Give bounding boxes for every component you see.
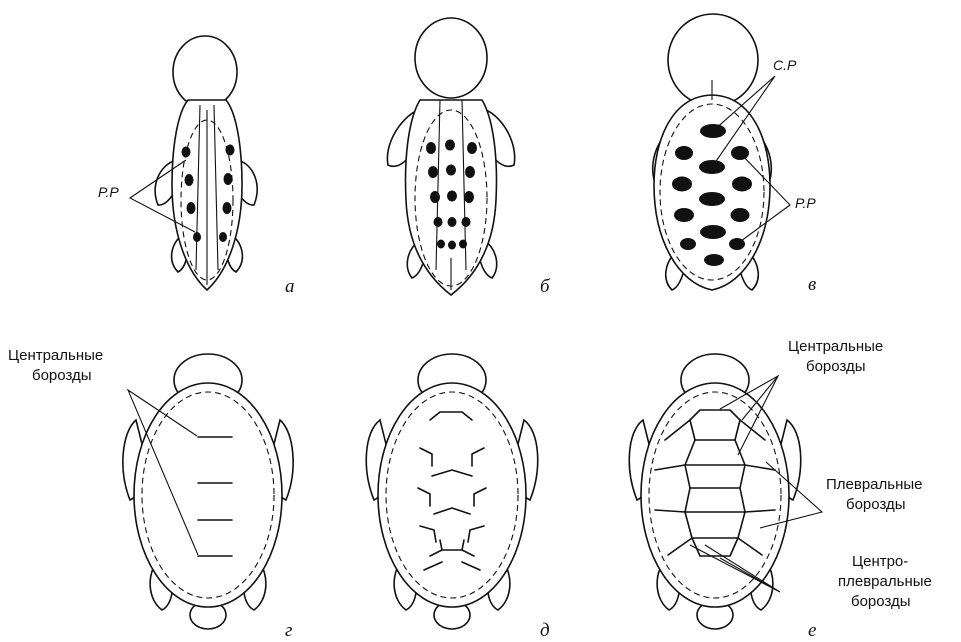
sublabel-b: б (540, 276, 551, 297)
label-central-e-2: борозды (806, 358, 866, 375)
label-pp-v: P.P (795, 195, 816, 211)
label-centropleural-e-2: плевральные (838, 573, 932, 590)
panel-d: д (366, 354, 549, 641)
label-pleural-e-2: борозды (846, 496, 906, 513)
label-central-e-1: Центральные (788, 338, 883, 355)
label-pp-a: P.P (98, 184, 119, 200)
sublabel-g: г (285, 620, 292, 641)
label-pleural-e-1: Плевральные (826, 476, 923, 493)
panel-b: б (387, 18, 551, 297)
sublabel-d: д (540, 620, 550, 641)
label-cp-v: C.P (773, 57, 797, 73)
panel-e: Центральные борозды Плевральные борозды … (629, 338, 932, 641)
sublabel-a: а (285, 276, 295, 297)
label-central-g-2: борозды (32, 367, 92, 384)
panel-a: P.P а (98, 36, 295, 297)
sublabel-e: е (808, 620, 816, 641)
label-centropleural-e-1: Центро- (852, 553, 908, 570)
panel-v: C.P P.P в (653, 14, 817, 295)
panel-g: Центральные борозды г (8, 347, 293, 641)
sublabel-v: в (808, 274, 816, 295)
label-centropleural-e-3: борозды (851, 593, 911, 610)
label-central-g-1: Центральные (8, 347, 103, 364)
